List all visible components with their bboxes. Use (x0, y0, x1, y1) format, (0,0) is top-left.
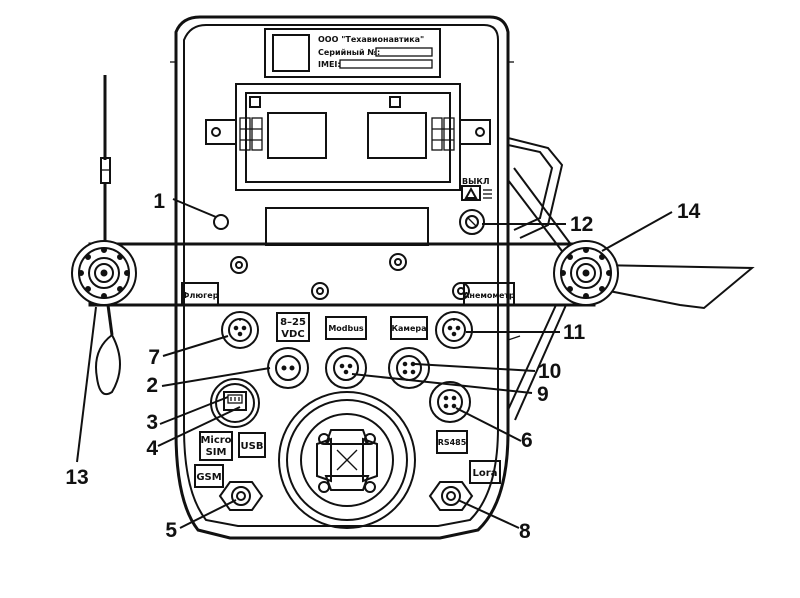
svg-text:Lora: Lora (473, 468, 498, 479)
mounting-bracket (205, 83, 491, 246)
svg-text:8–25: 8–25 (280, 317, 306, 328)
svg-text:Камера: Камера (391, 324, 426, 333)
gsm-antenna-connector (218, 481, 264, 511)
svg-text:RS485: RS485 (438, 438, 467, 447)
callout-3: 3 (146, 411, 158, 434)
left-mast-connector (71, 240, 137, 306)
micro-sim-label: Micro SIM (199, 431, 233, 461)
rs485-label: RS485 (436, 430, 468, 454)
callout-2: 2 (146, 374, 158, 397)
port-9-connector (325, 347, 367, 389)
svg-text:Micro: Micro (200, 435, 231, 446)
callout-13: 13 (65, 466, 88, 489)
side-mount (507, 137, 576, 421)
port-2-connector (267, 347, 309, 389)
switch-label: ВЫКЛ (462, 177, 490, 186)
right-mast-connector (553, 240, 619, 306)
antenna (95, 75, 121, 396)
lora-antenna-connector (428, 481, 474, 511)
nameplate-serial-label: Серийный №: (318, 48, 380, 57)
usb-sim-port (210, 378, 260, 428)
camera-label: Камера (390, 316, 428, 340)
central-vent (278, 391, 416, 529)
nameplate: ООО "Техавионавтика" Серийный №: IMEI: (264, 28, 441, 78)
svg-text:Modbus: Modbus (328, 324, 364, 333)
lora-label: Lora (469, 460, 501, 484)
svg-text:GSM: GSM (196, 472, 221, 483)
power-label: 8–25 VDC (276, 312, 310, 342)
port-7-connector (221, 311, 259, 349)
port-11-connector (435, 311, 473, 349)
callout-11: 11 (563, 321, 586, 344)
flugger-label: Флюгер (181, 282, 219, 306)
svg-text:Анемометр: Анемометр (463, 291, 515, 300)
status-led (213, 214, 229, 230)
gsm-label: GSM (194, 464, 224, 488)
callout-12: 12 (570, 213, 593, 236)
callout-4: 4 (146, 437, 158, 460)
leader-lines (76, 198, 673, 529)
nameplate-imei-label: IMEI: (318, 60, 341, 69)
anemometer-label: Анемометр (463, 282, 515, 306)
callout-6: 6 (521, 429, 533, 452)
callout-labels: 1 2 3 4 5 6 7 8 9 10 11 12 13 14 (65, 190, 700, 543)
callout-5: 5 (165, 519, 177, 542)
svg-text:SIM: SIM (206, 447, 227, 458)
port-6-connector (429, 381, 471, 423)
callout-14: 14 (677, 200, 701, 223)
nameplate-company: ООО "Техавионавтика" (318, 35, 424, 44)
svg-text:Флюгер: Флюгер (182, 291, 219, 300)
usb-label: USB (238, 432, 266, 458)
modbus-label: Modbus (325, 316, 367, 340)
housing (170, 15, 514, 540)
callout-9: 9 (537, 383, 549, 406)
power-switch: ВЫКЛ (459, 177, 492, 235)
callout-8: 8 (519, 520, 531, 543)
callout-10: 10 (538, 360, 561, 383)
callout-1: 1 (153, 190, 165, 213)
callout-7: 7 (148, 346, 160, 369)
svg-text:USB: USB (241, 441, 264, 452)
svg-text:VDC: VDC (281, 329, 304, 340)
